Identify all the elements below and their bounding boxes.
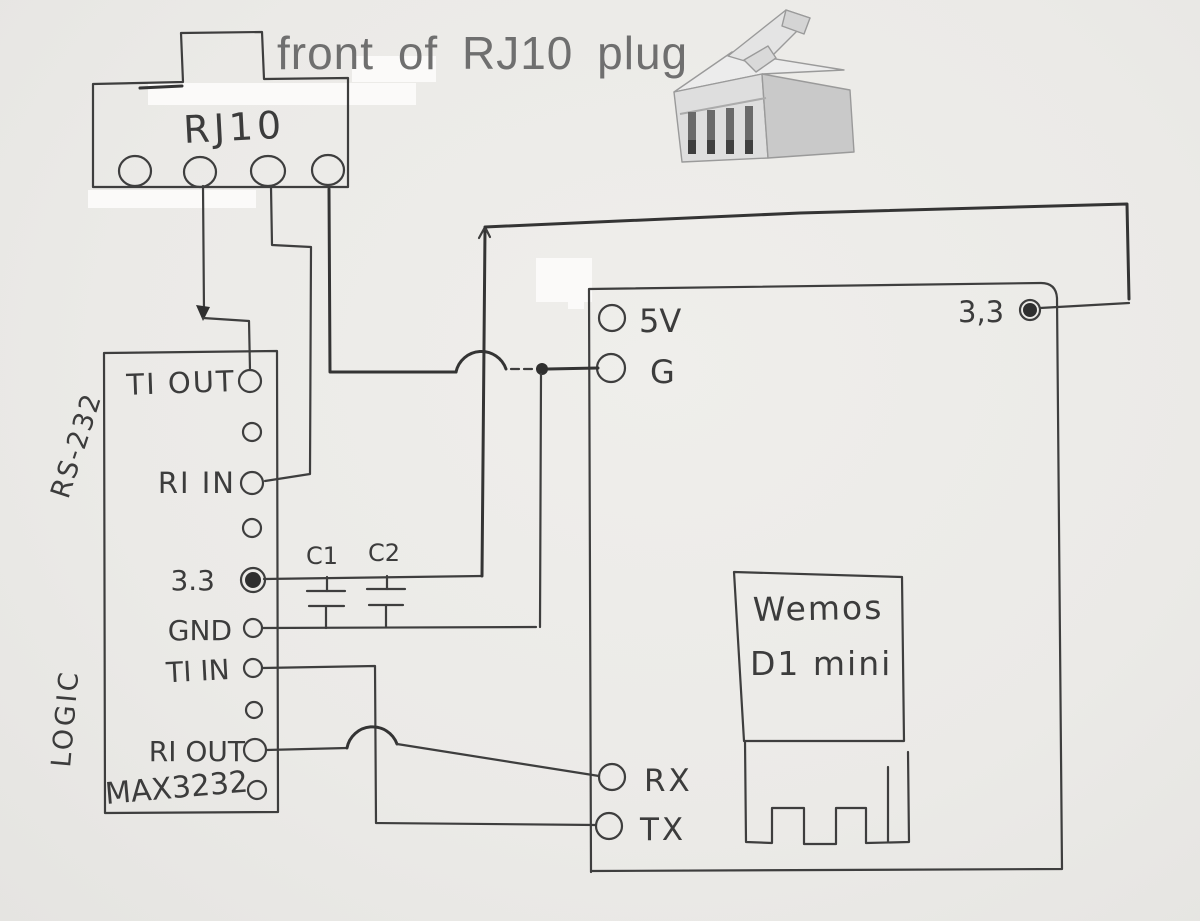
wire-gnd-rail bbox=[260, 625, 538, 630]
rj10-pin-4 bbox=[310, 153, 346, 187]
c2-label: C2 bbox=[368, 539, 400, 567]
wemos-pin-rx bbox=[597, 762, 627, 792]
plug-photo-pin-tip bbox=[688, 140, 696, 154]
wire-junction-dot bbox=[536, 363, 548, 375]
max3232-board: RS-232 LOGIC MAX3232 TI OUT RI IN 3.3 GN… bbox=[45, 349, 280, 815]
max-pin-unlabeled-4 bbox=[246, 779, 268, 801]
wemos-pin-33-ring bbox=[1018, 298, 1042, 322]
wire-33-top-rail bbox=[483, 202, 1131, 301]
max-label-33: 3.3 bbox=[170, 564, 215, 597]
whiteout-patch bbox=[148, 83, 416, 105]
plug-photo-latch-step bbox=[743, 45, 777, 73]
plug-photo-side-face bbox=[761, 73, 855, 159]
wire-rj10pin2-down bbox=[201, 184, 206, 314]
plug-photo-pin bbox=[745, 106, 753, 152]
max-label-gnd: GND bbox=[168, 614, 232, 647]
max-pin-33-solder-dot bbox=[245, 572, 261, 588]
rj10-pin-1 bbox=[117, 154, 153, 188]
page-title: front of RJ10 plug bbox=[277, 27, 688, 79]
plug-photo-pin bbox=[688, 112, 696, 154]
wemos-label-rx: RX bbox=[644, 763, 693, 799]
wire-junction-to-g-pin bbox=[546, 366, 600, 371]
wemos-label-5v: 5V bbox=[639, 302, 681, 340]
plug-photo-latch-tip bbox=[781, 9, 811, 35]
plug-photo-pin-tip bbox=[745, 140, 753, 154]
plug-photo-pin-tip bbox=[707, 140, 715, 154]
plug-photo-pin-tip bbox=[726, 140, 734, 154]
max-label-ti-in: TI IN bbox=[164, 653, 230, 689]
wemos-pin-5v bbox=[597, 303, 627, 333]
plug-photo-pin bbox=[707, 110, 715, 154]
wire-33-into-wemos bbox=[1038, 301, 1131, 310]
rj10-plug-drawing: RJ10 bbox=[91, 30, 350, 189]
capacitor-c1 bbox=[305, 575, 347, 630]
logic-side-label: LOGIC bbox=[46, 668, 85, 768]
rj10-pin-3 bbox=[249, 154, 287, 188]
capacitors: C1 C2 bbox=[305, 539, 407, 630]
max-pin-gnd bbox=[242, 617, 264, 639]
capacitor-c2 bbox=[365, 574, 407, 629]
rj10-plug-photo bbox=[673, 9, 855, 163]
wire-rj10pin3-to-riin bbox=[263, 185, 313, 483]
wemos-outline bbox=[587, 281, 1064, 874]
max-pin-unlabeled-3 bbox=[244, 700, 264, 720]
arrowhead-down-icon bbox=[196, 305, 210, 321]
wires bbox=[196, 184, 1131, 827]
wemos-label-tx: TX bbox=[639, 812, 686, 848]
wire-hop-over-tx-wire bbox=[345, 725, 399, 750]
whiteout-patch bbox=[568, 295, 584, 309]
wire-rj10pin2-to-tiout bbox=[201, 316, 252, 372]
wemos-connector-outline bbox=[743, 739, 911, 846]
max3232-chip-label: MAX3232 bbox=[104, 765, 250, 812]
wire-riout-to-rx-right bbox=[395, 742, 601, 778]
max-pin-ri-out bbox=[242, 737, 268, 763]
max-label-ri-in: RI IN bbox=[158, 466, 236, 500]
rs232-side-label: RS-232 bbox=[45, 389, 108, 502]
max-pin-ri-in bbox=[239, 470, 265, 496]
max-label-ri-out: RI OUT bbox=[149, 735, 246, 768]
wemos-module-name-line2: D1 mini bbox=[750, 644, 892, 683]
plug-photo-pin bbox=[726, 108, 734, 154]
rj10-label: RJ10 bbox=[182, 103, 286, 152]
rj10-pin-2 bbox=[182, 155, 218, 189]
wire-riout-to-rx-left bbox=[264, 746, 349, 752]
wire-33-rail bbox=[262, 574, 484, 581]
wemos-pin-33-solder-dot bbox=[1023, 303, 1037, 317]
whiteout-patch bbox=[88, 190, 256, 208]
wire-rj10pin4-to-g bbox=[327, 187, 458, 374]
rj10-pen-retrace bbox=[138, 84, 184, 90]
wemos-label-g: G bbox=[650, 353, 675, 391]
wemos-pin-g bbox=[595, 352, 627, 384]
wire-hop-over-33-riser bbox=[454, 350, 508, 374]
rj10-outline bbox=[91, 30, 350, 189]
wire-33-riser bbox=[480, 228, 487, 578]
wemos-board: Wemos D1 mini 5V G 3,3 RX TX bbox=[587, 281, 1064, 874]
max-label-ti-out: TI OUT bbox=[125, 364, 236, 402]
wemos-pin-tx bbox=[594, 811, 624, 841]
wemos-module-outline bbox=[732, 570, 906, 743]
wemos-module-name-line1: Wemos bbox=[752, 588, 883, 629]
whiteout-patches bbox=[88, 56, 592, 309]
whiteout-patch bbox=[352, 56, 436, 82]
whiteout-patch bbox=[536, 258, 592, 302]
wire-gnd-riser bbox=[538, 372, 543, 629]
max-pin-unlabeled-2 bbox=[241, 517, 263, 539]
wemos-label-33: 3,3 bbox=[958, 295, 1004, 329]
plug-photo-pins bbox=[688, 106, 753, 154]
max-pin-ti-out bbox=[237, 368, 263, 394]
c1-label: C1 bbox=[306, 542, 338, 570]
max-pin-unlabeled-1 bbox=[241, 421, 263, 443]
plug-photo-groove bbox=[679, 97, 767, 115]
max3232-outline bbox=[102, 349, 280, 815]
max-pin-ti-in bbox=[242, 657, 264, 679]
wire-tiin-to-tx bbox=[260, 664, 598, 827]
